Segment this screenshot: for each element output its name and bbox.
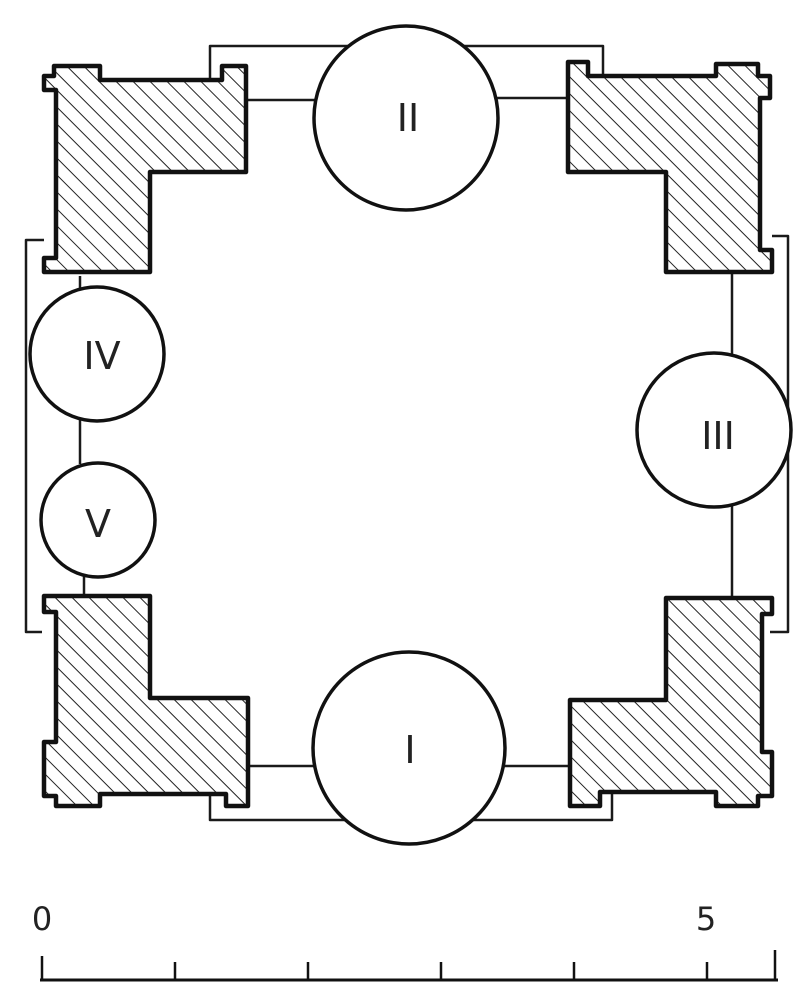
circle-iv: IV xyxy=(28,285,166,423)
circle-iii: III xyxy=(635,351,793,509)
circle-i-label: I xyxy=(404,728,415,772)
circle-i: I xyxy=(311,650,507,846)
scale-start-label: 0 xyxy=(32,900,52,938)
circle-iii-label: III xyxy=(701,414,735,458)
pier-bottom-right xyxy=(567,595,775,809)
circle-v: V xyxy=(39,461,157,579)
circle-ii-label: II xyxy=(397,96,419,140)
circle-v-label: V xyxy=(85,502,111,546)
scale-end-label: 5 xyxy=(696,900,716,938)
circle-iv-label: IV xyxy=(83,334,120,378)
scale-bar: 0 5 xyxy=(32,900,778,982)
pier-top-left xyxy=(41,63,249,275)
circle-ii: II xyxy=(312,24,500,212)
pier-bottom-left xyxy=(41,593,251,809)
pier-top-right xyxy=(565,59,775,275)
corner-piers xyxy=(41,59,775,809)
outer-walls xyxy=(24,44,790,822)
scale-ticks xyxy=(40,950,777,980)
wall-left xyxy=(24,238,44,634)
